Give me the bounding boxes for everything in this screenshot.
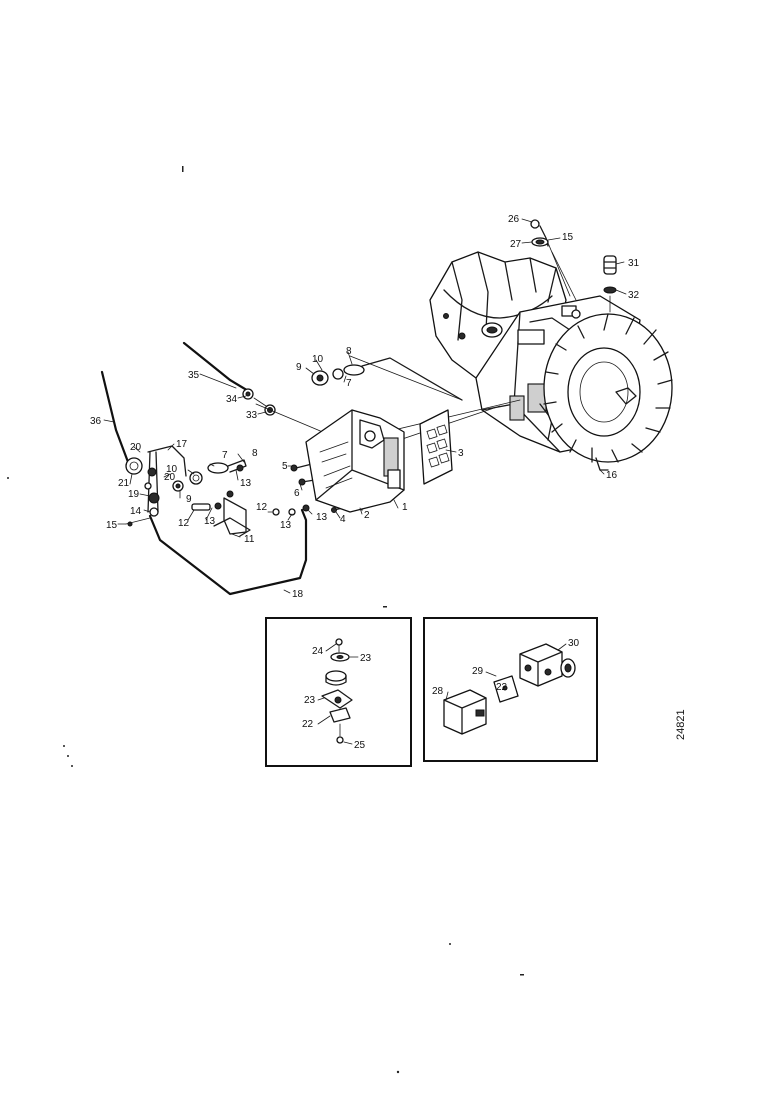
callout-24: 24 [312, 646, 324, 657]
scan-specks [7, 166, 524, 1074]
callout-20-bottom: 20 [164, 472, 176, 483]
cable-routing [100, 341, 521, 596]
callout-23-top: 23 [360, 653, 372, 664]
callout-13-left: 13 [204, 516, 216, 527]
callout-12-right: 12 [256, 502, 268, 513]
callout-19: 19 [128, 489, 140, 500]
callout-4: 4 [340, 514, 346, 525]
callout-1: 1 [402, 502, 408, 513]
callout-13-right-b: 13 [316, 512, 328, 523]
callout-18: 18 [292, 589, 304, 600]
callout-10-top: 10 [312, 354, 324, 365]
callout-8-left: 8 [252, 448, 258, 459]
breather-assembly [530, 219, 577, 301]
callout-9-top: 9 [296, 362, 302, 373]
callout-36: 36 [90, 416, 102, 427]
callout-22-left: 22 [302, 719, 314, 730]
callout-16: 16 [606, 470, 618, 481]
callout-33: 33 [246, 410, 258, 421]
callout-23-mid: 23 [304, 695, 316, 706]
callout-7-left: 7 [222, 450, 228, 461]
callout-12-left: 12 [178, 518, 190, 529]
callout-10-left: 10 [166, 464, 178, 475]
callout-21: 21 [118, 478, 130, 489]
callout-27: 27 [510, 239, 522, 250]
callout-26: 26 [508, 214, 520, 225]
transmission-housing [429, 251, 673, 471]
callout-2: 2 [364, 510, 370, 521]
callout-17: 17 [176, 439, 188, 450]
figure-reference-number: 24821 [675, 709, 687, 740]
callout-3: 3 [458, 448, 464, 459]
callout-11: 11 [244, 534, 255, 545]
leader-lines [103, 218, 627, 594]
callout-35: 35 [188, 370, 200, 381]
callout-29: 29 [472, 666, 484, 677]
callout-5: 5 [282, 461, 288, 472]
detail-box-left: 24 23 23 22 25 [265, 617, 412, 767]
callout-20-top: 20 [130, 442, 142, 453]
callout-9-left: 9 [186, 494, 192, 505]
callout-13-mid: 13 [240, 478, 252, 489]
callout-32: 32 [628, 290, 640, 301]
callout-15-left: 15 [106, 520, 118, 531]
callout-31: 31 [628, 258, 640, 269]
callout-30: 30 [568, 638, 580, 649]
gasket-plate [419, 409, 453, 485]
callout-34: 34 [226, 394, 238, 405]
callout-28: 28 [432, 686, 444, 697]
callout-22-right: 22 [496, 682, 508, 693]
callout-labels: 26 27 15 31 32 16 35 34 33 36 20 17 21 1… [90, 214, 640, 600]
callout-25: 25 [354, 740, 366, 751]
callout-14: 14 [130, 506, 142, 517]
callout-6: 6 [294, 488, 300, 499]
callout-13-right-a: 13 [280, 520, 292, 531]
filler-cap-assembly [603, 255, 617, 313]
detail-box-right: 29 22 30 28 [423, 617, 598, 762]
valve-body [305, 409, 405, 513]
callout-15-top: 15 [562, 232, 574, 243]
callout-8-top: 8 [346, 346, 352, 357]
callout-7-top: 7 [346, 378, 352, 389]
